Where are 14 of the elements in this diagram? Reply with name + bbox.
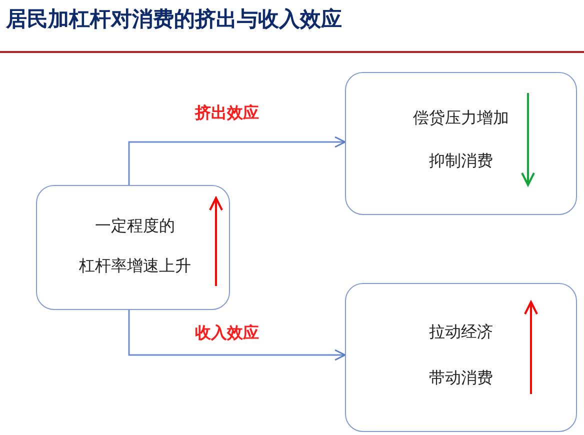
box-text: 带动消费: [429, 368, 493, 389]
arrow: [128, 136, 346, 185]
box-text: 拉动经济: [429, 322, 493, 343]
process-box: [345, 72, 577, 215]
box-text: 杠杆率增速上升: [79, 256, 191, 277]
process-box: [36, 185, 230, 310]
box-text: 一定程度的: [95, 216, 175, 237]
box-text: 抑制消费: [429, 151, 493, 172]
edge-label: 收入效应: [195, 323, 259, 344]
arrow: [128, 310, 346, 361]
edge-label: 挤出效应: [195, 103, 259, 124]
process-box: [345, 283, 577, 432]
box-text: 偿贷压力增加: [413, 108, 509, 129]
title: 居民加杠杆对消费的挤出与收入效应: [6, 6, 342, 33]
